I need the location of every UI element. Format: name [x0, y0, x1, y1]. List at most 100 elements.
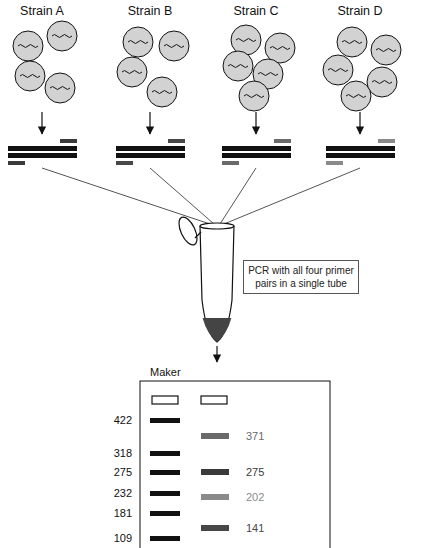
pooling-line	[150, 168, 214, 224]
pcr-tube	[175, 214, 234, 362]
forward-primer	[222, 161, 239, 165]
tube-body	[200, 226, 234, 342]
marker-band	[150, 451, 180, 456]
chromosome-squiggle	[52, 35, 72, 38]
strain-label: Strain A	[2, 4, 82, 24]
chromosome-squiggle	[346, 95, 366, 98]
cell-body	[223, 51, 253, 81]
dna-strand	[326, 153, 395, 158]
down-arrow	[41, 112, 42, 134]
chromosome-squiggle	[122, 71, 142, 74]
chromosome-squiggle	[328, 69, 348, 72]
bacterial-cell	[223, 51, 253, 81]
arrow-to-gel	[216, 346, 217, 362]
reverse-primer	[378, 139, 395, 143]
primer-diagrams	[8, 139, 395, 165]
bacterial-cell	[265, 33, 295, 63]
chromosome-squiggle	[372, 81, 392, 84]
node-text: PCR with all four primer pairs in a sing…	[246, 264, 356, 290]
marker-band	[150, 536, 180, 541]
down-arrow	[359, 112, 360, 134]
dna-strand	[222, 146, 291, 151]
reverse-primer	[168, 139, 185, 143]
reverse-primer	[274, 139, 291, 143]
bacterial-cell	[13, 31, 43, 61]
down-arrows	[42, 112, 360, 134]
tube-hinge	[195, 232, 201, 238]
band-size: 202	[246, 491, 264, 504]
band-size: 141	[246, 522, 264, 535]
size-label: 232	[114, 487, 132, 500]
strain-label: Strain C	[216, 4, 296, 24]
down-arrow	[149, 112, 150, 134]
node-text: Strain A	[2, 4, 82, 18]
cell-body	[367, 67, 397, 97]
dna-strand	[8, 153, 77, 158]
chromosome-squiggle	[244, 95, 264, 98]
chromosome-squiggle	[342, 41, 362, 44]
cell-body	[45, 73, 75, 103]
bacterial-cell	[159, 31, 189, 61]
bacterial-cell	[367, 67, 397, 97]
chromosome-squiggle	[270, 47, 290, 50]
gel-well	[152, 396, 178, 404]
primer-set	[116, 139, 185, 165]
sample-band	[201, 469, 229, 475]
node-text: Strain D	[320, 4, 400, 18]
bacterial-cell	[123, 27, 153, 57]
marker-band	[150, 418, 180, 423]
marker-band	[150, 470, 180, 475]
bacterial-cell	[117, 57, 147, 87]
cell-body	[337, 27, 367, 57]
node-text: Strain B	[110, 4, 190, 18]
strain-label: Strain D	[320, 4, 400, 24]
bacterial-cell	[15, 61, 45, 91]
tube-rim	[200, 223, 234, 229]
size-label: 275	[114, 466, 132, 479]
chromosome-squiggle	[20, 75, 40, 78]
primer-set	[8, 139, 77, 165]
sample-band	[201, 525, 229, 531]
sample-band	[201, 494, 229, 500]
dna-strand	[116, 146, 185, 151]
chromosome-squiggle	[236, 39, 256, 42]
agarose-gel	[140, 381, 330, 548]
forward-primer	[116, 161, 133, 165]
cell-body	[47, 21, 77, 51]
chromosome-squiggle	[18, 45, 38, 48]
pooling-line	[42, 168, 210, 224]
size-label: 422	[114, 414, 132, 427]
cell-body	[231, 25, 261, 55]
size-label: 109	[114, 532, 132, 545]
marker-band	[150, 511, 180, 516]
cell-body	[13, 31, 43, 61]
gel-well	[201, 396, 227, 404]
bacterial-cell	[239, 81, 269, 111]
process-box: PCR with all four primer pairs in a sing…	[243, 260, 359, 294]
bacterial-cell	[341, 81, 371, 111]
forward-primer	[8, 161, 25, 165]
size-label: 181	[114, 507, 132, 520]
lane-label: Maker	[150, 366, 181, 379]
chromosome-squiggle	[228, 65, 248, 68]
chromosome-squiggle	[128, 41, 148, 44]
bacterial-cell	[231, 25, 261, 55]
bacterial-cell	[147, 77, 177, 107]
chromosome-squiggle	[50, 87, 70, 90]
band-size: 371	[246, 430, 264, 443]
cell-body	[159, 31, 189, 61]
cell-body	[15, 61, 45, 91]
size-label: 318	[114, 447, 132, 460]
bacterial-cell	[337, 27, 367, 57]
strain-label: Strain B	[110, 4, 190, 24]
bacterial-cells	[13, 21, 401, 111]
sample-band	[201, 433, 229, 439]
cell-body	[239, 81, 269, 111]
chromosome-squiggle	[152, 91, 172, 94]
forward-primer	[326, 161, 343, 165]
primer-set	[326, 139, 395, 165]
bacterial-cell	[323, 55, 353, 85]
bacterial-cell	[47, 21, 77, 51]
